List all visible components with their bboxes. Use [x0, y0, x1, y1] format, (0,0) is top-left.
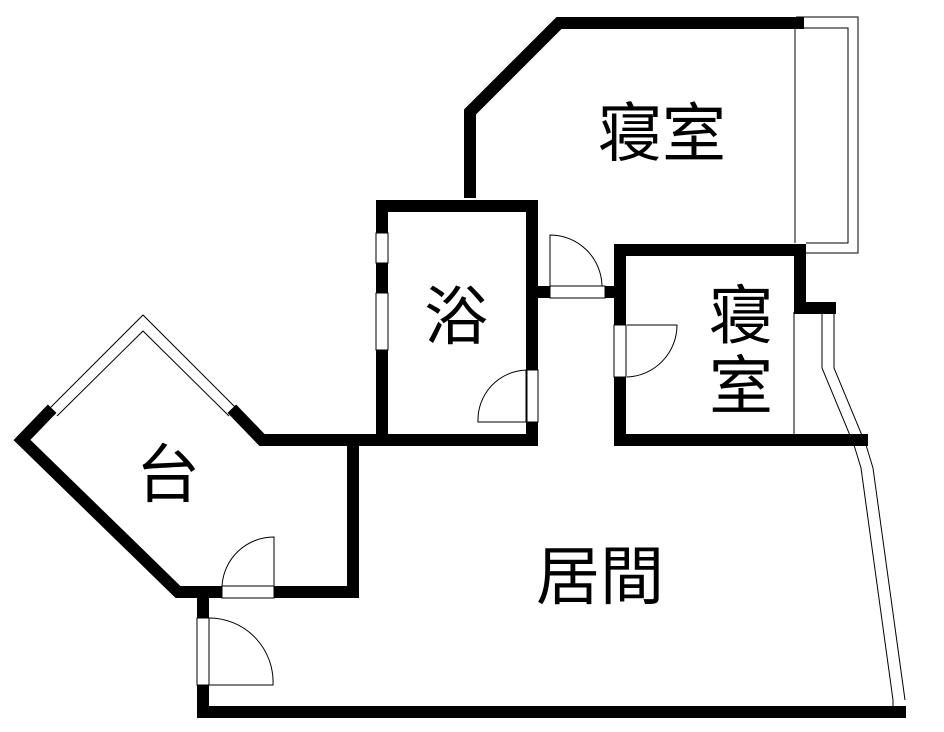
kitchen-wall-3 [270, 434, 359, 598]
room-label-bath: 浴 [424, 281, 488, 355]
doors [196, 234, 678, 686]
kitchen-wall [13, 404, 226, 598]
window-right-outer [833, 312, 906, 701]
kitchen-wall-2 [227, 404, 388, 446]
door-kitchen [221, 536, 275, 599]
walls [13, 17, 906, 718]
window-bath-1 [375, 232, 389, 264]
room-label-living: 居間 [536, 541, 664, 615]
door-hall [549, 234, 606, 299]
door-entrance [196, 617, 274, 686]
window-bath-2 [375, 292, 389, 351]
master-bedroom-wall [464, 17, 804, 198]
window-master-inner [796, 27, 849, 244]
window-kitchen-outer [49, 314, 237, 409]
window-right-inner [821, 312, 894, 712]
room-label-bedroom: 寝室 [698, 282, 772, 422]
bath-wall [376, 200, 538, 446]
room-label-master-bedroom: 寝室 [598, 98, 726, 172]
bedroom-wall [614, 244, 836, 446]
windows [49, 16, 906, 712]
window-kitchen-inner [56, 330, 230, 417]
window-master [796, 16, 859, 254]
living-bottom-wall [197, 682, 906, 718]
door-bath [477, 369, 539, 423]
room-label-kitchen: 台 [136, 439, 200, 513]
door-bedroom [613, 324, 678, 378]
